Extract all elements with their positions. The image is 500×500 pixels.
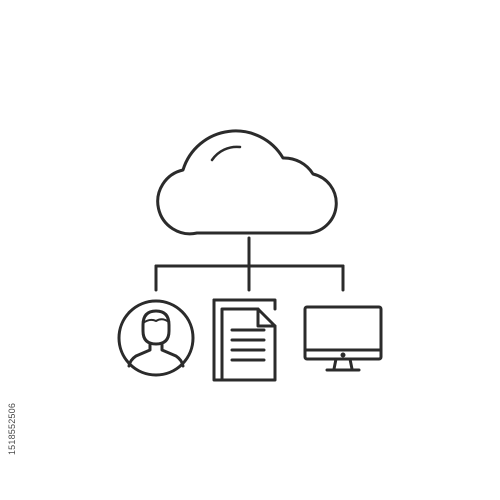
connector-lines (154, 236, 345, 292)
stock-id-text: 1518552506 (7, 402, 17, 456)
user-avatar-icon (117, 299, 195, 377)
document-icon (212, 298, 277, 382)
desktop-monitor-icon (303, 305, 383, 372)
cloud-icon (156, 129, 338, 236)
